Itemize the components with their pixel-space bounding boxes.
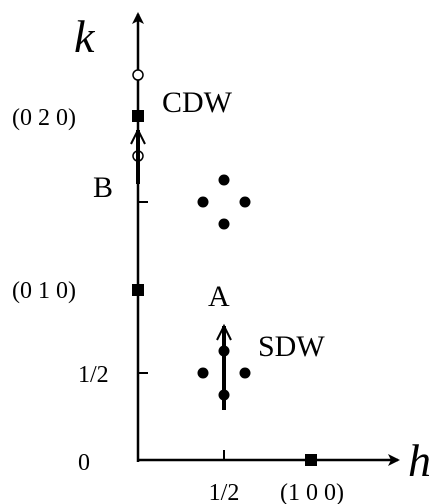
tick-label-k-010: (0 1 0) xyxy=(12,278,76,304)
peak-b-left xyxy=(197,196,209,208)
origin-label: 0 xyxy=(78,450,90,476)
bragg-peak-020 xyxy=(132,110,144,122)
peak-a-bottom xyxy=(218,389,230,401)
h-axis-label: h xyxy=(408,435,431,486)
tick-label-h-100: (1 0 0) xyxy=(280,480,344,504)
tick-label-k-half: 1/2 xyxy=(78,362,109,388)
tick-label-h-half: 1/2 xyxy=(209,480,240,504)
k-axis-label: k xyxy=(74,11,96,62)
open-peak-upper xyxy=(132,69,144,81)
peak-a-top xyxy=(218,345,230,357)
peak-a-right xyxy=(239,367,251,379)
bragg-peak-100 xyxy=(305,454,317,466)
peak-b-top xyxy=(218,174,230,186)
sdw-label: SDW xyxy=(258,330,325,363)
cdw-arrow-head xyxy=(130,127,146,145)
bragg-peak-010 xyxy=(132,284,144,296)
cdw-label: CDW xyxy=(162,86,233,119)
peak-b-right xyxy=(239,196,251,208)
point-b-label: B xyxy=(93,171,113,204)
tick-label-k-020: (0 2 0) xyxy=(12,105,76,131)
peak-a-left xyxy=(197,367,209,379)
peak-b-bottom xyxy=(218,218,230,230)
sdw-arrow-head xyxy=(216,323,232,341)
point-a-label: A xyxy=(208,280,230,313)
